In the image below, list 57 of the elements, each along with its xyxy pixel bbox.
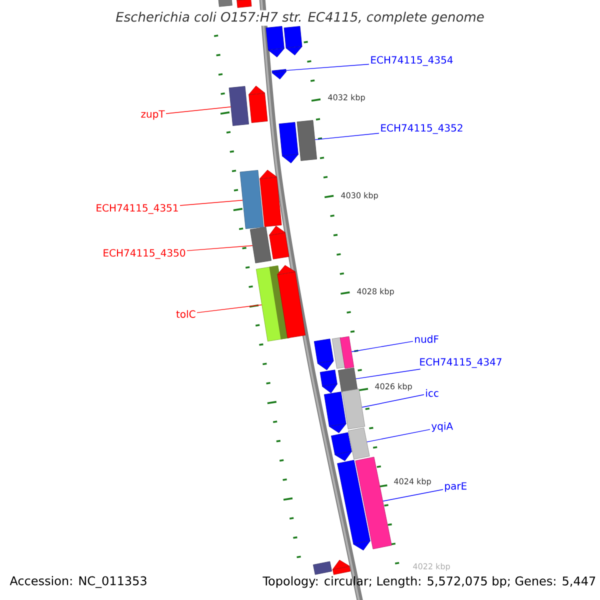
leader-line xyxy=(382,489,444,502)
gene-label: icc xyxy=(426,389,438,397)
leader-line xyxy=(180,200,243,206)
gene-label: yqiA xyxy=(432,422,454,432)
leader-line xyxy=(314,132,380,140)
gene-feature xyxy=(320,370,338,394)
tick-label: 4032 kbp xyxy=(328,94,365,102)
tick-label: 4028 kbp xyxy=(357,288,394,296)
gene-label: ECH74115_4347 xyxy=(420,358,502,368)
leader-line xyxy=(166,106,232,114)
gene-feature xyxy=(313,561,332,575)
gene-label: zupT xyxy=(141,110,165,120)
gene-feature xyxy=(248,86,268,123)
gene-feature xyxy=(337,460,370,550)
tick-label: 4024 kbp xyxy=(394,478,431,486)
leader-line xyxy=(366,429,430,442)
gene-label: nudF xyxy=(415,335,438,343)
gene-feature xyxy=(331,432,352,462)
gene-label: ECH74115_4351 xyxy=(96,204,178,214)
gene-feature xyxy=(296,120,317,161)
gene-feature xyxy=(340,336,354,369)
gene-feature xyxy=(218,0,232,7)
gene-label: ECH74115_4352 xyxy=(381,124,462,134)
gene-feature xyxy=(342,388,366,430)
gene-label: tolC xyxy=(176,310,196,318)
leader-line xyxy=(196,304,262,314)
gene-feature xyxy=(355,456,392,550)
leader-line xyxy=(362,394,424,408)
gene-feature xyxy=(259,170,282,227)
gene-label: ECH74115_4350 xyxy=(104,249,186,259)
gene-feature xyxy=(332,560,351,575)
gene-feature xyxy=(272,69,287,80)
leader-line xyxy=(351,340,414,352)
gene-label: parE xyxy=(445,482,466,492)
leader-line xyxy=(286,64,370,71)
gene-feature xyxy=(338,368,358,392)
tick-label: 4022 kbp xyxy=(413,563,450,571)
gene-feature xyxy=(277,265,306,338)
gene-feature xyxy=(240,170,264,229)
leader-line xyxy=(356,368,421,380)
gene-feature xyxy=(268,226,290,260)
gene-feature xyxy=(324,392,346,434)
leader-line xyxy=(186,245,253,252)
tick-label: 4030 kbp xyxy=(341,192,378,200)
title: Escherichia coli O157:H7 str. EC4115, complete genome xyxy=(114,10,486,26)
gene-feature xyxy=(236,0,252,8)
gene-label: ECH74115_4354 xyxy=(371,56,453,66)
gene-feature xyxy=(266,26,285,58)
gene-feature xyxy=(228,86,249,126)
gene-feature xyxy=(314,338,334,370)
gene-feature xyxy=(278,122,299,164)
gene-feature xyxy=(284,26,302,56)
gene-feature xyxy=(348,428,370,460)
footer-text: Accession: NC_011353 xyxy=(10,576,146,588)
tick-label: 4026 kbp xyxy=(375,383,412,391)
footer-text: Topology: circular; Length: 5,572,075 bp; Genes: 5,447 xyxy=(262,576,596,588)
gene-feature xyxy=(250,226,272,264)
